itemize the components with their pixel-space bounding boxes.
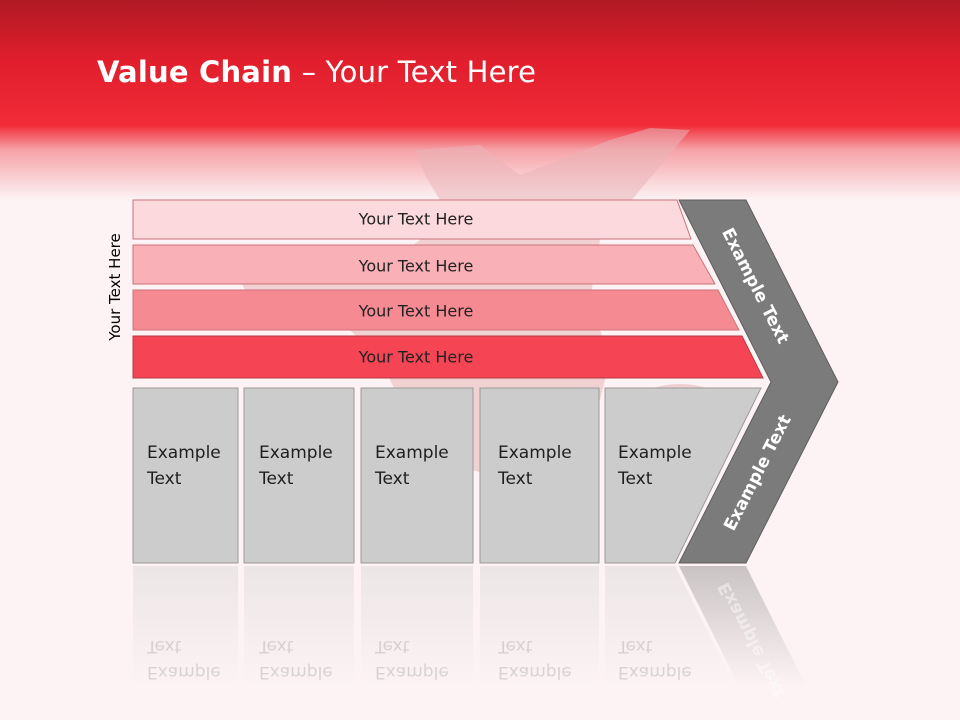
activity-band-2 — [132, 244, 716, 285]
box-3-line-2: Text — [375, 469, 410, 489]
reflection-4-line-2: Text — [498, 636, 533, 656]
reflection-box-4 — [480, 566, 599, 686]
reflection-label-1: Example Text — [147, 633, 221, 685]
reflection-1-line-2: Text — [147, 636, 182, 656]
reflection-box-1 — [133, 566, 238, 686]
box-5-line-2: Text — [618, 469, 653, 489]
reflection-label-4: Example Text — [498, 633, 572, 685]
band-label-4: Your Text Here — [358, 347, 474, 367]
reflection-5-line-2: Text — [618, 636, 653, 656]
box-1-line-1: Example — [147, 443, 221, 463]
box-5-line-1: Example — [618, 443, 692, 463]
activity-band-3 — [132, 289, 740, 331]
page-title: Value Chain – Your Text Here — [97, 55, 536, 89]
box-1-line-2: Text — [147, 469, 182, 489]
margin-chevron — [678, 199, 839, 564]
primary-box-1 — [132, 387, 239, 564]
band-label-1: Your Text Here — [358, 209, 474, 229]
activity-band-4 — [132, 335, 764, 379]
band-label-2: Your Text Here — [358, 256, 474, 276]
reflection-3-line-1: Example — [375, 662, 449, 682]
reflection-5-line-1: Example — [618, 662, 692, 682]
primary-box-4 — [479, 387, 600, 564]
box-4-line-2: Text — [498, 469, 533, 489]
reflection-label-2: Example Text — [259, 633, 333, 685]
primary-box-3 — [360, 387, 474, 564]
reflection-1-line-1: Example — [147, 662, 221, 682]
reflection-3-line-2: Text — [375, 636, 410, 656]
reflection-4-line-1: Example — [498, 662, 572, 682]
title-rest: – Your Text Here — [292, 55, 537, 89]
reflection-2-line-1: Example — [259, 662, 333, 682]
title-bold: Value Chain — [97, 55, 293, 89]
primary-box-2 — [243, 387, 355, 564]
reflection-2-line-2: Text — [259, 636, 294, 656]
reflection-label-5: Example Text — [618, 633, 692, 685]
box-4-line-1: Example — [498, 443, 572, 463]
box-2-line-2: Text — [259, 469, 294, 489]
reflection-label-3: Example Text — [375, 633, 449, 685]
reflection-box-3 — [361, 566, 473, 686]
activity-band-1 — [132, 199, 692, 240]
box-2-line-1: Example — [259, 443, 333, 463]
primary-box-5 — [604, 387, 762, 564]
box-3-line-1: Example — [375, 443, 449, 463]
reflection-box-2 — [244, 566, 354, 686]
reflection-box-5 — [605, 566, 735, 686]
band-label-3: Your Text Here — [358, 301, 474, 321]
reflection-chevron — [679, 566, 806, 686]
